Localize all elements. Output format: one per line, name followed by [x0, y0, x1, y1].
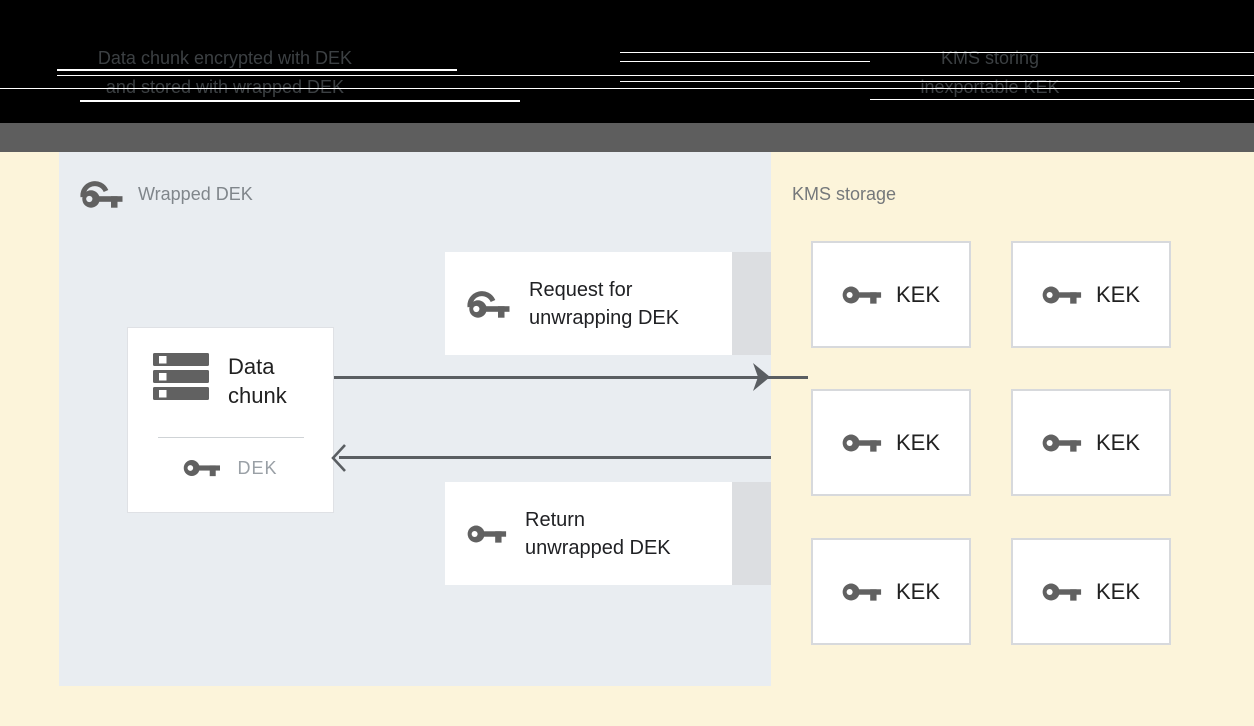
request-unwrap-text: Request for unwrapping DEK [529, 276, 679, 332]
artifact-line [620, 81, 1180, 82]
dek-key-icon [184, 460, 221, 477]
kek-box: KEK [811, 389, 971, 496]
kek-box: KEK [811, 538, 971, 645]
key-icon [1042, 286, 1082, 304]
caption-right: KMS storing inexportable KEK [830, 44, 1150, 102]
key-icon [842, 286, 882, 304]
dek-label: DEK [237, 457, 278, 478]
request-arrow-head [753, 363, 770, 391]
kms-storage-label: KMS storage [792, 184, 897, 204]
data-chunk-box: Data chunk DEK [127, 327, 334, 513]
caption-left-line2: and stored with wrapped DEK [105, 77, 345, 97]
request-line1: Request for [529, 278, 633, 301]
divider [158, 437, 304, 438]
key-icon [842, 434, 882, 452]
wrapped-key-icon [467, 290, 510, 318]
artifact-line [57, 69, 457, 71]
artifact-line [870, 99, 1254, 100]
kek-box: KEK [1011, 241, 1171, 348]
kek-box: KEK [811, 241, 971, 348]
artifact-line [80, 100, 520, 102]
caption-right-line2: inexportable KEK [920, 77, 1060, 97]
key-icon [842, 583, 882, 601]
data-chunk-title: Data chunk [228, 354, 287, 408]
server-stack-icon [153, 353, 209, 400]
wrapped-key-icon [80, 181, 123, 208]
request-box-side-strip [732, 252, 771, 355]
data-chunk-row: Data chunk [152, 352, 323, 410]
wrapped-dek-label-text: Wrapped DEK [138, 183, 253, 204]
gray-band [0, 123, 1254, 152]
kek-label: KEK [895, 578, 941, 604]
dek-row: DEK [128, 456, 333, 480]
return-unwrapped-text: Return unwrapped DEK [525, 506, 671, 562]
kek-label: KEK [1095, 429, 1141, 455]
caption-left: Data chunk encrypted with DEK and stored… [40, 44, 410, 102]
kek-box: KEK [1011, 538, 1171, 645]
caption-left-line1: Data chunk encrypted with DEK [97, 48, 353, 68]
wrapped-dek-label: Wrapped DEK [80, 178, 253, 210]
request-unwrap-box: Request for unwrapping DEK [445, 252, 732, 355]
return-arrow-head [331, 444, 346, 472]
return-unwrapped-box: Return unwrapped DEK [445, 482, 732, 585]
return-box-side-strip [732, 482, 771, 585]
kek-box: KEK [1011, 389, 1171, 496]
header-caption-bar: Data chunk encrypted with DEK and stored… [0, 0, 1254, 123]
return-arrow-line [339, 456, 771, 459]
kek-label: KEK [1095, 578, 1141, 604]
key-icon [1042, 583, 1082, 601]
artifact-line [620, 52, 1254, 53]
request-line2: unwrapping DEK [529, 306, 680, 329]
caption-right-line1: KMS storing [940, 48, 1040, 68]
artifact-line [620, 61, 870, 62]
return-line1: Return [525, 508, 586, 531]
kek-label: KEK [895, 281, 941, 307]
return-unwrapped-content: Return unwrapped DEK [467, 482, 671, 585]
return-line2: unwrapped DEK [525, 536, 671, 559]
request-unwrap-content: Request for unwrapping DEK [467, 252, 679, 355]
artifact-line [57, 75, 1254, 76]
key-icon [1042, 434, 1082, 452]
artifact-line [0, 88, 1254, 89]
kek-label: KEK [895, 429, 941, 455]
wrapped-dek-panel: Wrapped DEK Data chunk [59, 152, 808, 686]
kek-label: KEK [1095, 281, 1141, 307]
request-arrow-line [334, 376, 808, 379]
key-icon [467, 525, 507, 543]
